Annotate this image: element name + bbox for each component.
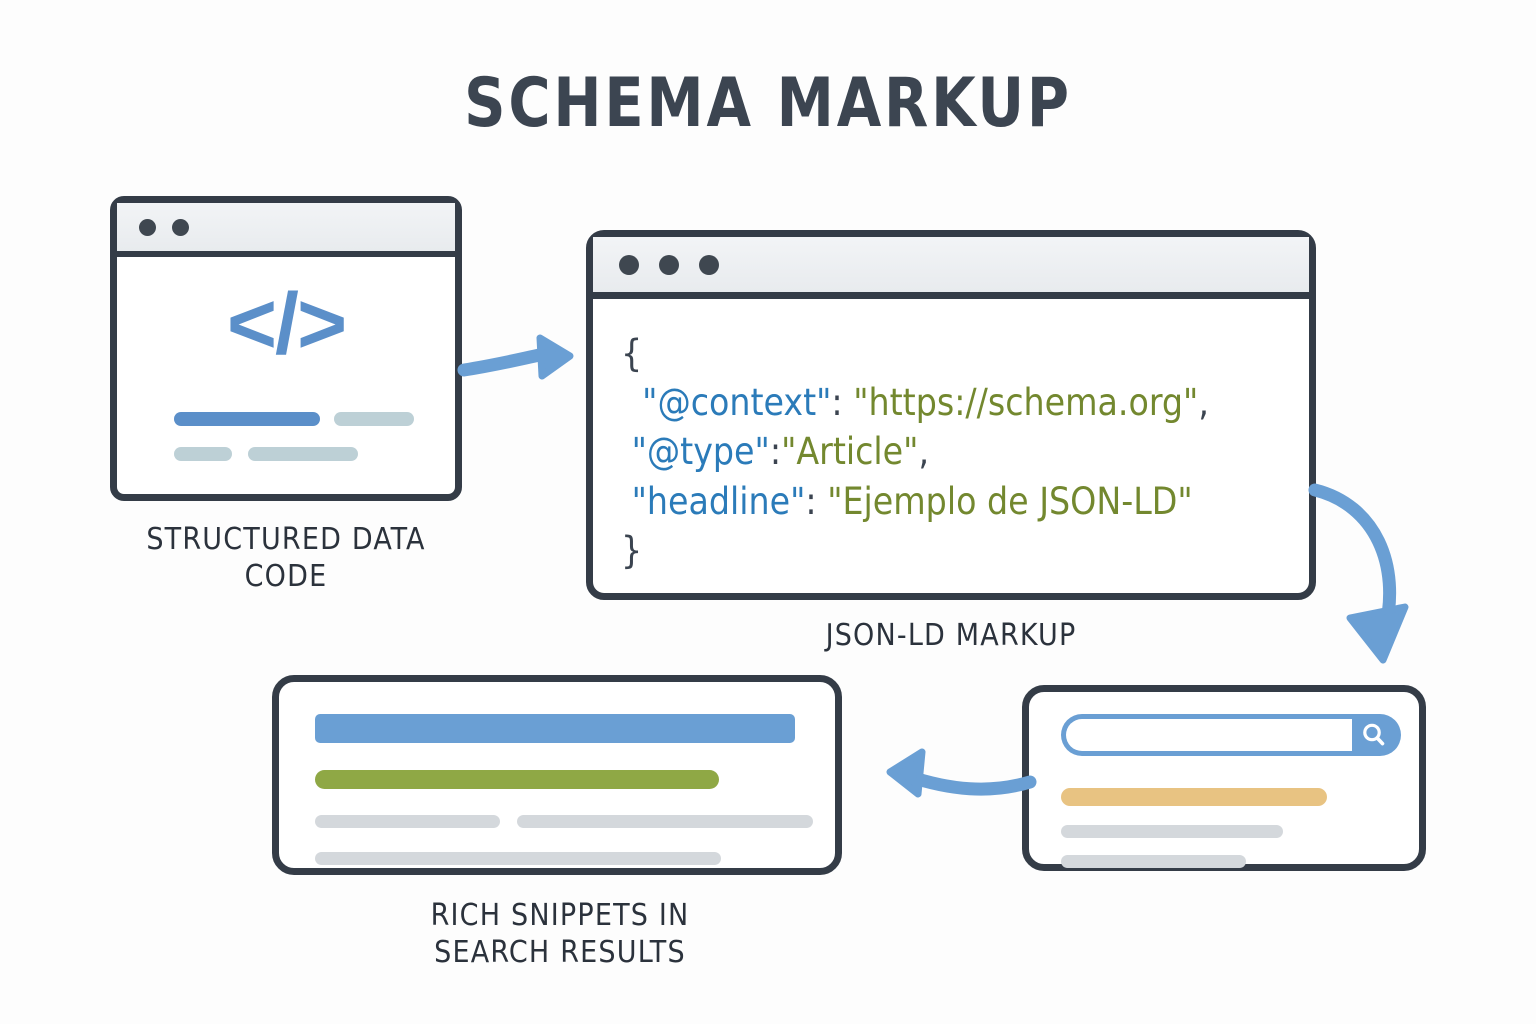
rich-snippets-caption: RICH SNIPPETS IN SEARCH RESULTS [275,897,845,971]
json-value: "Article" [781,430,919,474]
search-bar[interactable] [1061,714,1401,756]
code-line-bar-secondary [334,412,414,426]
json-punctuation: , [918,430,930,474]
search-result-line-bar-1 [1061,825,1283,838]
snippet-description-bar-3 [315,852,721,865]
search-button[interactable] [1352,719,1396,751]
json-ld-window: { "@context": "https://schema.org", "@ty… [586,230,1316,600]
magnifier-icon [1363,723,1385,746]
json-code-line-5: } [621,526,1299,575]
json-key: "headline" [621,479,806,523]
arrow-json-to-search [1308,483,1409,664]
code-line-bar-short [174,447,232,461]
code-brackets-icon: </> [226,276,347,372]
code-line-bar-primary [174,412,320,426]
code-window-titlebar [117,203,455,257]
json-ld-code-block: { "@context": "https://schema.org", "@ty… [621,329,1299,575]
json-code-line-4: "headline": "Ejemplo de JSON-LD" [621,477,1299,526]
caption-line-1: STRUCTURED DATA [146,522,426,557]
json-punctuation: , [1198,381,1209,425]
caption-line-2: CODE [244,559,328,595]
snippet-title-bar [315,714,795,743]
window-dot-1 [619,254,639,275]
rich-snippet-window [272,675,842,875]
json-punctuation: { [621,332,643,375]
window-dot-3 [699,254,719,275]
json-window-titlebar [593,237,1309,299]
snippet-url-bar [315,770,719,789]
json-code-line-2: "@context": "https://schema.org", [621,378,1299,427]
arrow-search-to-snippet [886,748,1037,798]
caption-line-1: RICH SNIPPETS IN [430,898,690,933]
json-code-line-3: "@type":"Article", [621,427,1299,476]
snippet-description-bar-1 [315,815,500,828]
search-result-line-bar-2 [1061,855,1246,868]
json-code-line-1: { [621,329,1299,378]
json-value: "Ejemplo de JSON-LD" [827,479,1193,523]
json-punctuation: : [805,479,828,523]
search-result-title-bar [1061,788,1327,806]
json-key: "@context" [621,381,832,425]
search-input[interactable] [1066,719,1352,751]
caption-line-2: SEARCH RESULTS [434,935,686,971]
arrow-code-to-json [457,334,574,380]
structured-data-code-caption: STRUCTURED DATA CODE [110,521,462,595]
window-dot-1 [139,218,156,236]
window-dot-2 [172,218,189,236]
page-title: SCHEMA MARKUP [464,64,1072,143]
window-dot-2 [659,254,679,275]
json-punctuation: : [769,430,782,474]
snippet-description-bar-2 [517,815,813,828]
json-key: "@type" [621,430,770,474]
json-ld-caption: JSON-LD MARKUP [825,618,1077,653]
json-punctuation: } [621,528,643,572]
code-line-bar-medium [248,447,358,461]
search-results-window [1022,685,1426,871]
json-punctuation: : [831,381,854,425]
json-value: "https://schema.org" [853,381,1199,425]
structured-data-code-window: </> [110,196,462,501]
